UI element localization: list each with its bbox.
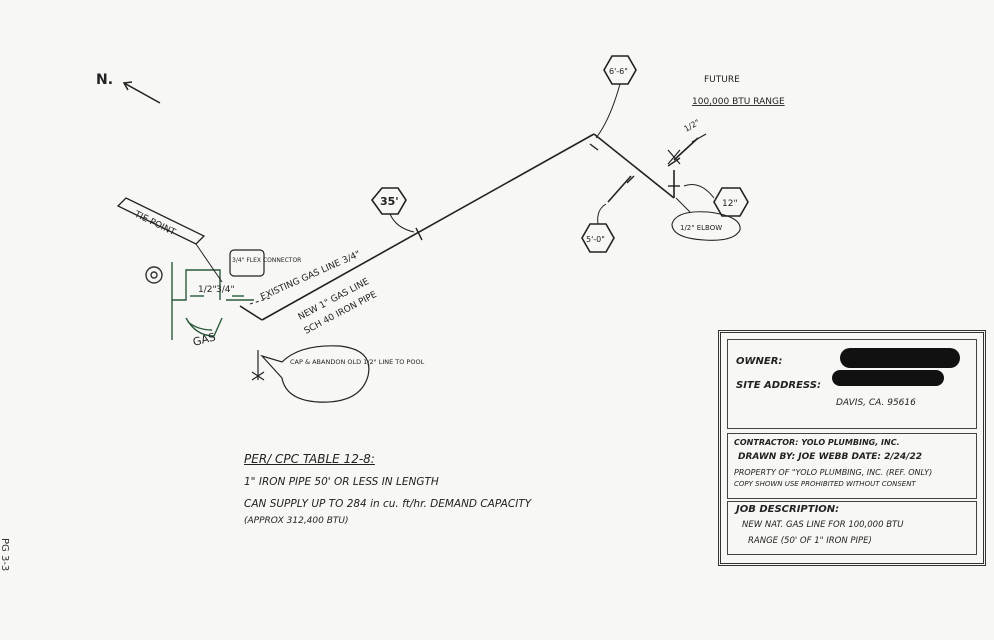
notes-line-2: CAN SUPPLY UP TO 284 in cu. ft/hr. DEMAN…	[244, 498, 532, 510]
tie-point-label: TIE POINT	[132, 209, 177, 238]
flex-connector-tag	[229, 249, 265, 277]
job-line-1: NEW NAT. GAS LINE FOR 100,000 BTU	[742, 520, 904, 530]
gas-meter	[145, 262, 254, 340]
hex-label-6-6: 6'-6"	[609, 67, 628, 76]
future-label: FUTURE	[704, 75, 740, 85]
hex-tag-6-6	[595, 55, 637, 139]
cap-bubble	[251, 345, 370, 403]
range-note-label: 100,000 BTU RANGE	[692, 97, 785, 107]
north-label: N.	[96, 72, 113, 88]
title-block: OWNER: SITE ADDRESS: DAVIS, CA. 95616 CO…	[718, 330, 986, 566]
elbow-bubble	[671, 197, 741, 241]
cpc-notes: PER/ CPC TABLE 12-8: 1" IRON PIPE 50' OR…	[244, 452, 624, 536]
notes-line-3: (APPROX 312,400 BTU)	[244, 516, 349, 526]
redacted-owner	[840, 348, 960, 368]
gas-pipe	[239, 133, 699, 321]
contractor-line: CONTRACTOR: YOLO PLUMBING, INC.	[734, 438, 900, 447]
tie-point-tag	[116, 197, 223, 283]
hex-tag-35	[370, 187, 415, 233]
hex-label-35: 35'	[380, 195, 399, 208]
notes-line-1: 1" IRON PIPE 50' OR LESS IN LENGTH	[244, 476, 439, 488]
property-line: PROPERTY OF "YOLO PLUMBING, INC. (REF. O…	[734, 468, 933, 477]
job-line-2: RANGE (50' OF 1" IRON PIPE)	[748, 536, 872, 546]
owner-label: OWNER:	[736, 356, 783, 367]
north-arrow	[122, 81, 161, 104]
hex-label-5-0: 5'-0"	[586, 235, 605, 244]
side-page-mark: PG 3-3	[0, 538, 10, 572]
gas-label: GAS	[191, 330, 217, 349]
job-description-label: JOB DESCRIPTION:	[736, 504, 840, 515]
drawn-by-line: DRAWN BY: JOE WEBB DATE: 2/24/22	[738, 452, 922, 462]
hex-tag-5-0	[581, 203, 615, 253]
size-label-half: 1/2"	[198, 285, 217, 295]
size-label-three-quarter: 3/4"	[216, 285, 235, 295]
range-valve	[667, 133, 707, 165]
city-value: DAVIS, CA. 95616	[836, 398, 916, 408]
flex-connector-label: 3/4" FLEX CONNECTOR	[232, 257, 301, 264]
range-size-label: 1/2"	[683, 118, 702, 134]
title-block-job-section: JOB DESCRIPTION: NEW NAT. GAS LINE FOR 1…	[727, 501, 977, 555]
cap-note-label: CAP & ABANDON OLD 1/2" LINE TO POOL	[290, 358, 425, 366]
elbow-label: 1/2" ELBOW	[680, 224, 722, 232]
hex-label-12: 12"	[722, 199, 738, 209]
pipe-joints	[415, 143, 681, 241]
title-block-owner-section: OWNER: SITE ADDRESS: DAVIS, CA. 95616	[727, 339, 977, 429]
hex-tag-12	[683, 184, 749, 217]
redacted-address	[832, 370, 944, 386]
copy-note-line: COPY SHOWN USE PROHIBITED WITHOUT CONSEN…	[734, 480, 916, 488]
notes-heading: PER/ CPC TABLE 12-8:	[244, 452, 375, 466]
title-block-contractor-section: CONTRACTOR: YOLO PLUMBING, INC. DRAWN BY…	[727, 433, 977, 499]
site-address-label: SITE ADDRESS:	[736, 380, 821, 391]
